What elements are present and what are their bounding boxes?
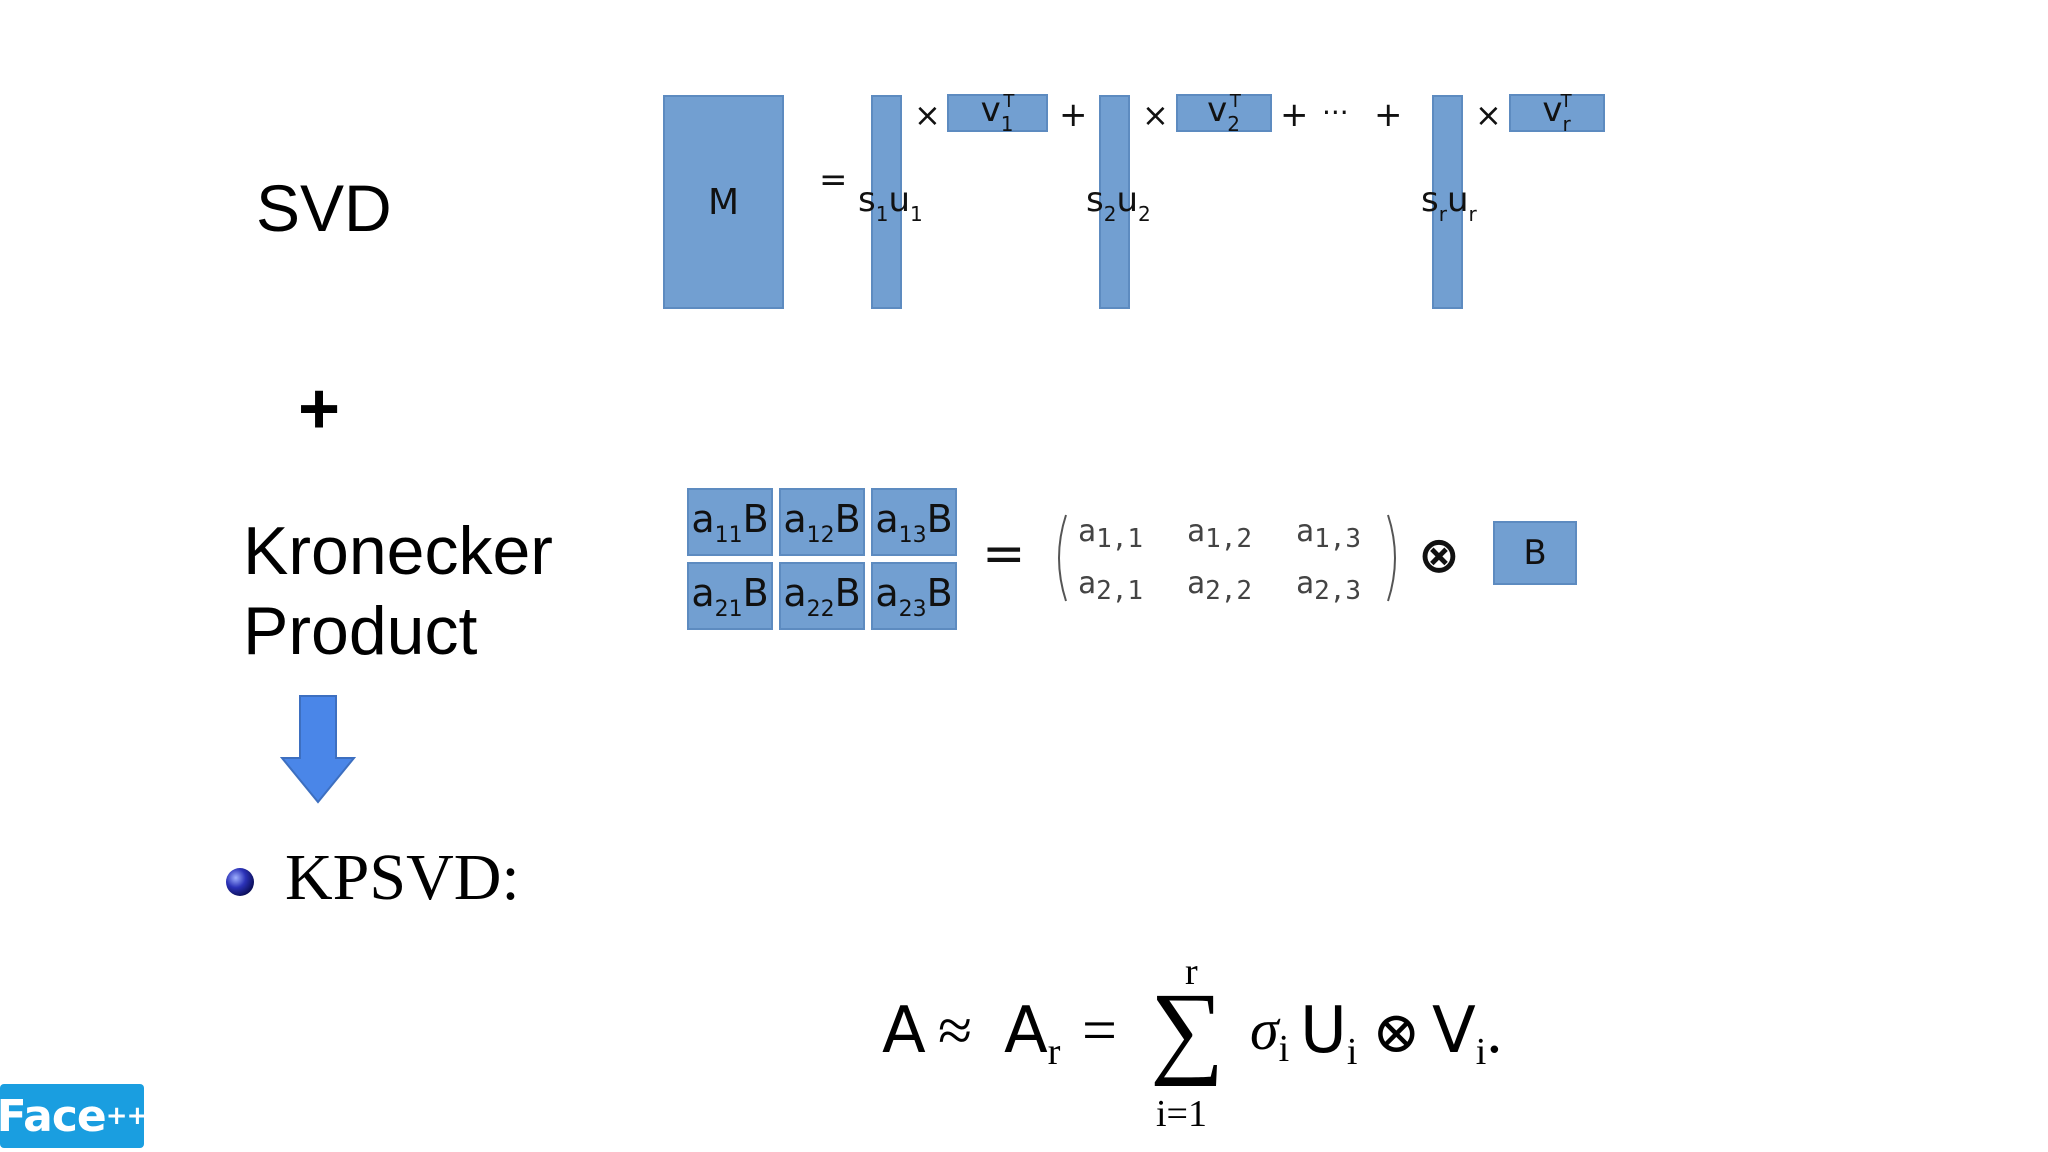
sum-upper-limit: r [1185,951,1198,993]
matrix-entry-2-2: a2,2 [1187,566,1253,606]
u1-column [871,95,902,309]
kpsvd-formula: A ≈ Ar = r ∑ i=1 σi Ui ⊗ Vi. [880,950,1520,1140]
formula-otimes: ⊗ [1372,1000,1421,1065]
formula-V: Vi. [1432,994,1503,1073]
plus-2: + [1280,95,1309,135]
kron-b-block: B [1493,521,1577,585]
kron-block-a21: a21B [687,562,773,630]
matrix-m: M [663,95,784,309]
svd-equals: = [819,160,848,200]
plus-3: + [1374,95,1403,135]
formula-eq: = [1082,997,1117,1065]
kronecker-label-line1: Kronecker [243,513,553,589]
plus-1: + [1059,95,1088,135]
kron-block-a23: a23B [871,562,957,630]
formula-sigma: σi [1250,997,1290,1070]
kron-equals: = [982,524,1026,584]
u2-column [1099,95,1130,309]
kpsvd-label: KPSVD: [285,841,520,914]
vrt-row: vrT [1509,90,1605,136]
v2t-row: v2T [1176,90,1272,136]
summation-icon: ∑ [1150,972,1225,1087]
plus-label: + [298,369,341,449]
matrix-entry-1-1: a1,1 [1078,514,1144,554]
ur-column [1432,95,1463,309]
kron-block-a13: a13B [871,488,957,556]
srur-label: srur [1421,180,1477,226]
formula-Ar: Ar [1004,994,1061,1073]
sum-lower-limit: i=1 [1156,1093,1207,1135]
kron-b-label: B [1523,533,1547,573]
matrix-m-label: M [707,181,740,223]
svd-label: SVD [256,171,392,245]
kron-otimes: ⊗ [1418,526,1460,584]
matrix-entry-2-1: a2,1 [1078,566,1144,606]
times-3: × [1475,96,1502,134]
face-plus-plus-logo: Face++ [0,1084,148,1148]
v1t-row: v1T [947,90,1048,136]
kronecker-label-line2: Product [243,593,478,669]
matrix-right-paren [1387,514,1396,602]
matrix-entry-2-3: a2,3 [1296,566,1362,606]
times-2: × [1142,96,1169,134]
formula-A: A [882,994,926,1068]
matrix-left-paren [1058,514,1067,602]
s2u2-label: s2u2 [1086,180,1151,226]
kron-block-a11: a11B [687,488,773,556]
matrix-entry-1-3: a1,3 [1296,514,1362,554]
kron-block-a22: a22B [779,562,865,630]
bullet-dot-icon [226,868,254,896]
formula-approx: ≈ [938,997,973,1065]
s1u1-label: s1u1 [858,180,923,226]
formula-U: Ui [1300,994,1358,1073]
matrix-entry-1-2: a1,2 [1187,514,1253,554]
ellipsis: ··· [1322,96,1349,129]
kron-block-a12: a12B [779,488,865,556]
down-arrow-icon [279,695,357,804]
times-1: × [914,96,941,134]
